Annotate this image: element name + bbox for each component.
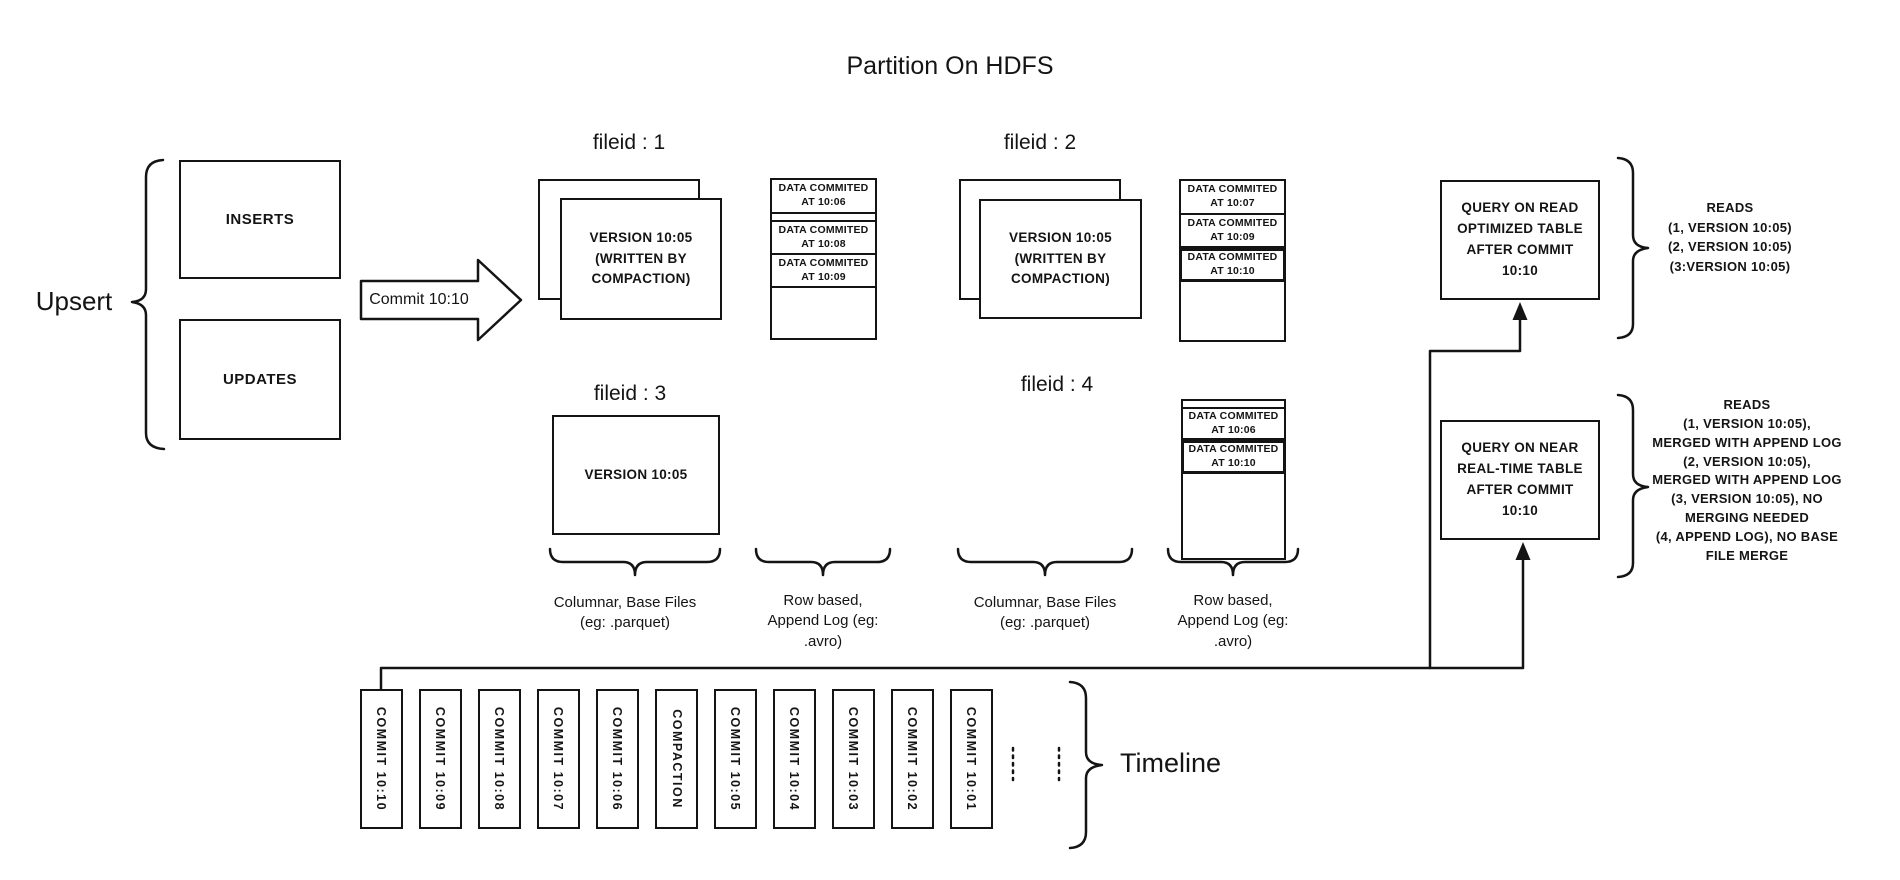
columnar-right-brace xyxy=(956,547,1134,577)
timeline-commit-label: COMMIT 10:08 xyxy=(492,706,507,812)
fileid3-base-box: VERSION 10:05 xyxy=(552,415,720,535)
log-cell: DATA COMMITED AT 10:09 xyxy=(772,255,875,288)
arrowhead-to-optimized-icon xyxy=(1512,302,1528,320)
log-cell: DATA COMMITED AT 10:08 xyxy=(772,222,875,255)
timeline-commit-label: COMMIT 10:10 xyxy=(374,706,389,812)
timeline-commit-box: COMMIT 10:07 xyxy=(537,689,580,829)
page-title: Partition On HDFS xyxy=(846,52,1054,80)
log-cell-latest: DATA COMMITED AT 10:10 xyxy=(1181,440,1286,474)
timeline-commit-box: COMMIT 10:10 xyxy=(360,689,403,829)
columnar-left-label: Columnar, Base Files(eg: .parquet) xyxy=(553,594,697,632)
log-empty-strip xyxy=(1183,401,1284,409)
fileid2-append-log: DATA COMMITED AT 10:07 DATA COMMITED AT … xyxy=(1179,179,1286,342)
log-cell-latest: DATA COMMITED AT 10:10 xyxy=(1179,248,1286,282)
fileid4-label: fileid : 4 xyxy=(1020,373,1094,396)
timeline-label: Timeline xyxy=(1120,748,1222,778)
row-left-brace xyxy=(754,547,892,577)
inserts-box: INSERTS xyxy=(179,160,341,279)
timeline-commit-label: COMMIT 10:07 xyxy=(551,706,566,812)
log-cell: DATA COMMITED AT 10:07 xyxy=(1181,181,1284,215)
fileid1-label: fileid : 1 xyxy=(592,131,666,154)
timeline-commit-box: COMMIT 10:01 xyxy=(950,689,993,829)
timeline-commit-label: COMMIT 10:06 xyxy=(610,706,625,812)
upsert-label: Upsert xyxy=(35,286,113,316)
timeline-commit-box: COMMIT 10:08 xyxy=(478,689,521,829)
log-cell: DATA COMMITED AT 10:06 xyxy=(1183,409,1284,440)
timeline-commit-box: COMMIT 10:04 xyxy=(773,689,816,829)
reads-optimized-text: READS(1, VERSION 10:05)(2, VERSION 10:05… xyxy=(1668,200,1792,274)
timeline-strip: COMMIT 10:10 COMMIT 10:09 COMMIT 10:08 C… xyxy=(360,689,993,829)
columnar-right-label: Columnar, Base Files(eg: .parquet) xyxy=(973,594,1117,632)
timeline-brace xyxy=(1068,680,1104,850)
updates-box: UPDATES xyxy=(179,319,341,440)
timeline-commit-box: COMMIT 10:09 xyxy=(419,689,462,829)
timeline-commit-box: COMMIT 10:05 xyxy=(714,689,757,829)
timeline-commit-label: COMMIT 10:02 xyxy=(905,706,920,812)
fileid4-append-log: DATA COMMITED AT 10:06 DATA COMMITED AT … xyxy=(1181,399,1286,560)
timeline-commit-label: COMPACTION xyxy=(669,709,684,809)
commit-arrow-label: Commit 10:10 xyxy=(369,291,469,308)
timeline-commit-label: COMMIT 10:03 xyxy=(846,706,861,812)
row-left-label: Row based,Append Log (eg:.avro) xyxy=(767,592,879,650)
timeline-commit-box: COMPACTION xyxy=(655,689,698,829)
columnar-left-brace xyxy=(548,547,722,577)
timeline-commit-box: COMMIT 10:06 xyxy=(596,689,639,829)
reads-realtime-text: READS(1, VERSION 10:05),MERGED WITH APPE… xyxy=(1652,397,1842,563)
timeline-commit-label: COMMIT 10:05 xyxy=(728,706,743,812)
timeline-commit-box: COMMIT 10:02 xyxy=(891,689,934,829)
timeline-commit-box: COMMIT 10:03 xyxy=(832,689,875,829)
arrowhead-to-realtime-icon xyxy=(1515,542,1531,560)
upsert-brace xyxy=(130,158,166,451)
timeline-commit-label: COMMIT 10:01 xyxy=(964,706,979,812)
timeline-commit-label: COMMIT 10:09 xyxy=(433,706,448,812)
row-right-label: Row based,Append Log (eg:.avro) xyxy=(1177,592,1289,650)
timeline-commit-label: COMMIT 10:04 xyxy=(787,706,802,812)
log-cell: DATA COMMITED AT 10:09 xyxy=(1181,215,1284,248)
fileid1-append-log: DATA COMMITED AT 10:06 DATA COMMITED AT … xyxy=(770,178,877,340)
fileid3-label: fileid : 3 xyxy=(593,382,667,405)
fileid2-label: fileid : 2 xyxy=(1003,131,1077,154)
log-empty-strip xyxy=(772,214,875,222)
log-cell: DATA COMMITED AT 10:06 xyxy=(772,180,875,214)
